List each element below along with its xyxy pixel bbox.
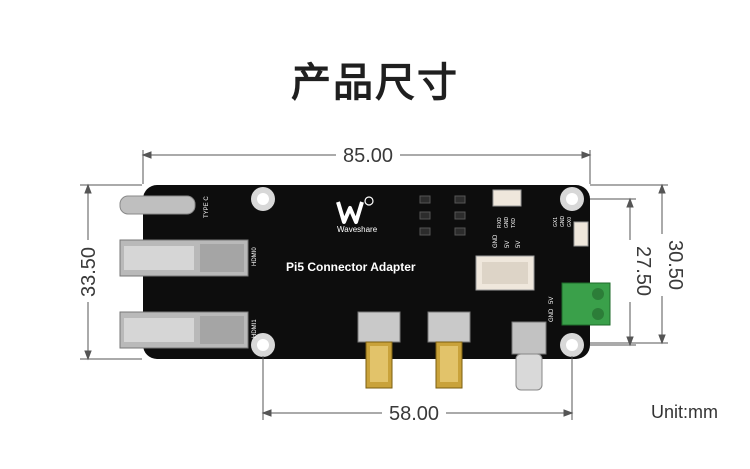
hdmi1-label: HDMI1 (252, 319, 258, 338)
dim-height-right-inner: 27.50 (632, 246, 654, 296)
power-connector-white (475, 255, 535, 291)
v5-c-label: 5V (549, 297, 555, 304)
type-c-port (119, 195, 196, 215)
micro-hdmi-right (427, 311, 471, 389)
gnd-b-label: GND (549, 308, 555, 322)
page-title: 产品尺寸 (291, 60, 459, 106)
v5-a-label: 5V (505, 241, 511, 248)
unit-label: Unit:mm (651, 402, 718, 422)
mounting-hole-tl (251, 187, 275, 211)
waveshare-logo (336, 196, 374, 224)
brand-label: Waveshare (337, 225, 378, 234)
type-c-label: TYPE C (204, 196, 210, 218)
hdmi0-port (119, 239, 249, 277)
board-name: Pi5 Connector Adapter (286, 260, 416, 274)
mounting-hole-br (560, 333, 584, 357)
gx1-label: GX1 (553, 217, 559, 227)
smd-components (419, 195, 466, 236)
micro-hdmi-left (357, 311, 401, 389)
hdmi0-label: HDMI0 (252, 247, 258, 266)
gx0-label: GX0 (567, 217, 573, 227)
txd-label: TXD (511, 218, 517, 228)
usb-c-plug (511, 321, 547, 391)
dim-width-total: 85.00 (343, 145, 393, 167)
gnd-c-label: GND (504, 217, 510, 229)
dim-height-right-outer: 30.50 (664, 240, 686, 290)
gnd-a-label: GND (493, 234, 499, 248)
dim-width-holes: 58.00 (389, 403, 439, 425)
dim-height-total: 33.50 (78, 247, 100, 297)
uart-connector (492, 189, 522, 207)
gx-connector (573, 221, 589, 247)
rxd-label: RXD (497, 217, 503, 228)
mounting-hole-tr (560, 187, 584, 211)
v5-b-label: 5V (516, 241, 522, 248)
gnd-d-label: GND (560, 216, 566, 228)
pcb-board (143, 185, 590, 359)
terminal-block (561, 282, 611, 326)
mounting-hole-bl (251, 333, 275, 357)
hdmi1-port (119, 311, 249, 349)
